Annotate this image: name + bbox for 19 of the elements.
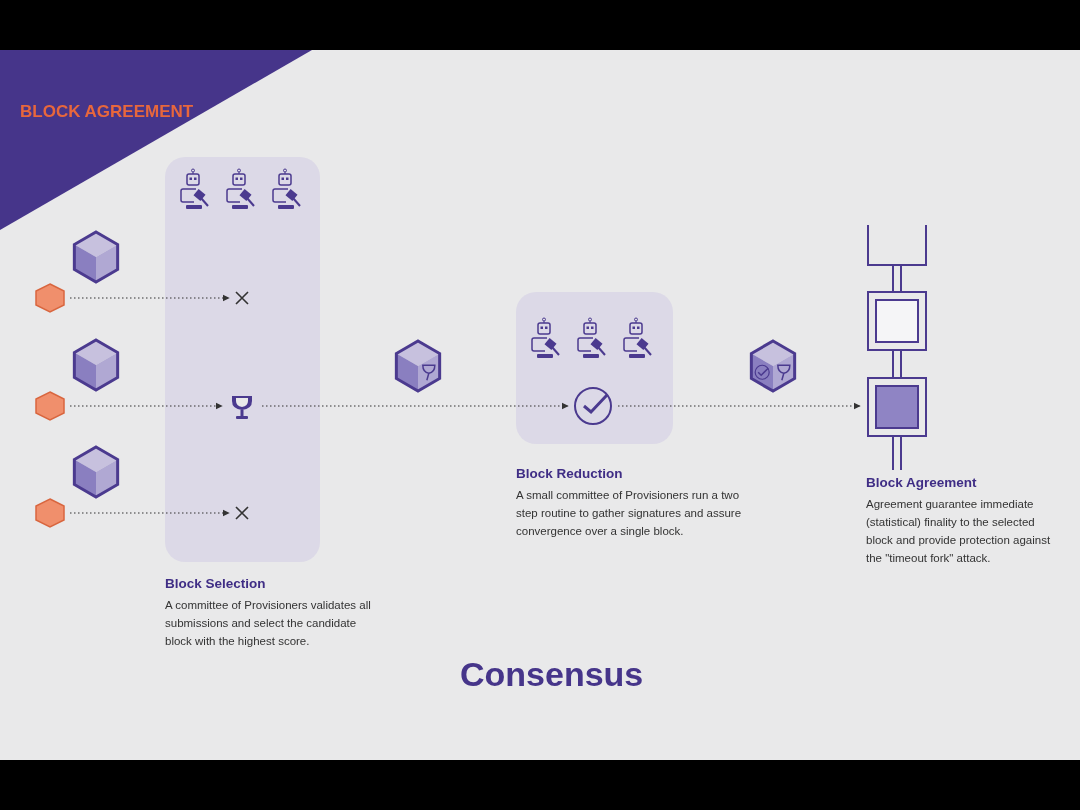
cross-mark (235, 291, 249, 305)
stage-description: A small committee of Provisioners run a two step routine to gather signatures and assure convergence over a single block. (516, 488, 743, 539)
arrow (69, 294, 230, 302)
check-circle-icon (574, 387, 612, 425)
caption: Consensus (460, 655, 644, 694)
cross-mark (235, 506, 249, 520)
arrow (69, 509, 230, 517)
arrow (617, 402, 861, 410)
title: BLOCK AGREEMENT (20, 102, 194, 122)
hexagon-shape (36, 284, 64, 312)
hexagon-shape (36, 499, 64, 527)
stage-description: A committee of Provisioners validates all submissions and select the candidate block with the highest score. (165, 598, 372, 649)
stage-heading: Block Selection (165, 576, 267, 591)
hexagon-shape (36, 392, 64, 420)
arrow (69, 402, 223, 410)
arrow (261, 402, 569, 410)
stage-heading: Block Reduction (516, 466, 624, 481)
stage-description: Agreement guarantee immediate (statistical) finality to the selected block and provide protection against the "timeout fork" attack. (866, 497, 1052, 566)
stage-heading: Block Agreement (866, 475, 978, 490)
